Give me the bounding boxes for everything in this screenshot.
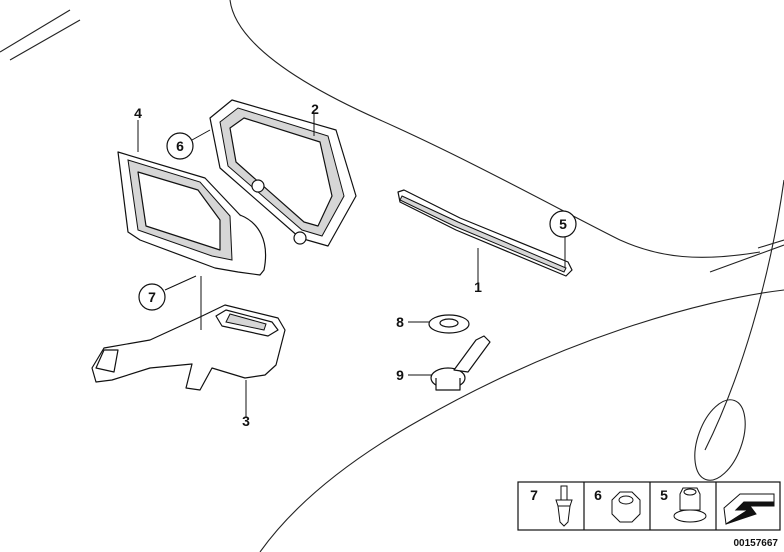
trim-strip-part — [397, 189, 573, 277]
svg-text:8: 8 — [396, 314, 404, 330]
svg-text:00157667: 00157667 — [734, 538, 779, 549]
svg-text:1: 1 — [474, 279, 482, 295]
document-id: 00157667 — [734, 538, 779, 549]
legend-item-5: 5 — [660, 487, 707, 523]
callout-7: 7 — [138, 283, 166, 311]
flange-nut-icon — [673, 487, 707, 523]
callout-4: 4 — [134, 105, 142, 121]
svg-text:9: 9 — [396, 367, 404, 383]
forward-arrow-icon — [723, 493, 775, 525]
svg-text:2: 2 — [311, 101, 319, 117]
svg-text:5: 5 — [660, 487, 668, 503]
callout-6: 6 — [166, 132, 194, 160]
svg-text:7: 7 — [530, 487, 538, 503]
callout-2: 2 — [311, 101, 319, 117]
callout-5: 5 — [549, 210, 577, 238]
legend-item-7: 7 — [530, 485, 573, 527]
air-intake-duct-part — [117, 151, 267, 276]
callout-3: 3 — [242, 413, 250, 429]
legend-item-6: 6 — [594, 487, 641, 523]
grommet-ring-part — [428, 314, 470, 334]
lower-air-duct-part — [91, 304, 286, 391]
callout-9: 9 — [396, 367, 404, 383]
grille-frame-part — [209, 99, 357, 247]
leader-lines — [137, 114, 566, 417]
hex-nut-icon — [611, 491, 641, 523]
push-rivet-icon — [555, 485, 573, 527]
drain-valve-part — [430, 335, 491, 391]
fastener-legend: 7 6 5 — [517, 481, 781, 531]
svg-text:4: 4 — [134, 105, 142, 121]
callout-8: 8 — [396, 314, 404, 330]
svg-text:7: 7 — [148, 289, 156, 305]
svg-text:6: 6 — [594, 487, 602, 503]
callout-1: 1 — [474, 279, 482, 295]
svg-text:5: 5 — [559, 216, 567, 232]
svg-text:6: 6 — [176, 138, 184, 154]
svg-text:3: 3 — [242, 413, 250, 429]
